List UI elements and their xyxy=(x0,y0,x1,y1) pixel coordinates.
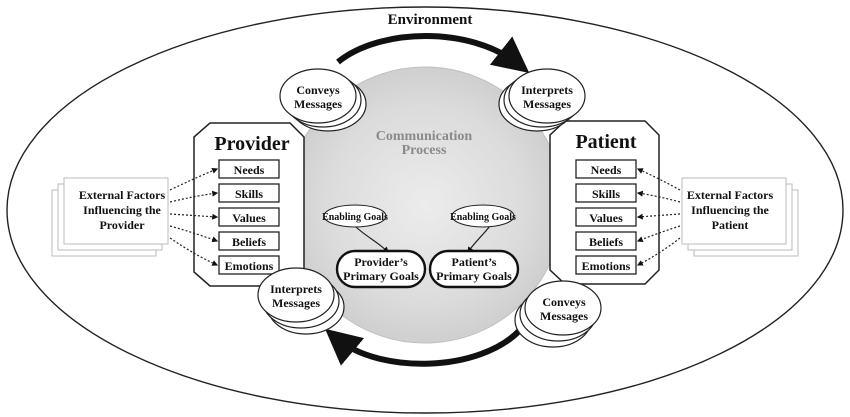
provider-external-factors: External Factors Influencing the Provide… xyxy=(51,177,169,257)
svg-text:Beliefs: Beliefs xyxy=(589,235,623,249)
interprets-messages-bottom: Interprets Messages xyxy=(257,267,345,335)
svg-text:Interprets: Interprets xyxy=(270,282,322,296)
patient-external-line3: Patient xyxy=(712,218,749,232)
patient-external-line2: Influencing the xyxy=(691,203,769,217)
environment-label: Environment xyxy=(388,12,473,28)
patient-attribute-values: Values xyxy=(575,207,637,227)
provider-influence-arrows xyxy=(169,168,219,266)
bottom-cycle-arrow xyxy=(324,327,523,367)
svg-text:Needs: Needs xyxy=(591,163,622,177)
svg-text:Emotions: Emotions xyxy=(582,259,631,273)
svg-text:Enabling Goals: Enabling Goals xyxy=(322,212,388,223)
svg-text:Conveys: Conveys xyxy=(542,295,586,309)
svg-text:Messages: Messages xyxy=(272,296,320,310)
patient-primary-goals: Patient’s Primary Goals xyxy=(428,249,520,289)
patient-goal-connector xyxy=(467,225,491,253)
provider-title: Provider xyxy=(214,133,289,155)
provider-attribute-skills: Skills xyxy=(218,183,280,203)
patient-attribute-beliefs: Beliefs xyxy=(575,231,637,251)
patient-enabling-goals: Enabling Goals xyxy=(450,204,516,228)
process-label-line2: Process xyxy=(402,143,447,158)
svg-text:Patient’s: Patient’s xyxy=(452,255,497,269)
provider-primary-goals: Provider’s Primary Goals xyxy=(335,249,427,289)
provider-attribute-beliefs: Beliefs xyxy=(218,231,280,251)
patient-attribute-needs: Needs xyxy=(575,159,637,179)
svg-text:Primary Goals: Primary Goals xyxy=(343,269,419,283)
provider-attributes: Needs Skills Values Beliefs Emotions xyxy=(218,159,280,275)
provider-enabling-goals: Enabling Goals xyxy=(322,204,388,228)
svg-text:Provider’s: Provider’s xyxy=(354,255,408,269)
patient-attribute-emotions: Emotions xyxy=(575,255,637,275)
svg-text:Needs: Needs xyxy=(234,163,265,177)
patient-external-line1: External Factors xyxy=(687,188,774,202)
patient-title: Patient xyxy=(575,131,636,153)
svg-text:Messages: Messages xyxy=(294,97,342,111)
svg-text:Messages: Messages xyxy=(540,309,588,323)
svg-text:Primary Goals: Primary Goals xyxy=(436,269,512,283)
top-cycle-arrow xyxy=(336,33,530,73)
svg-text:Beliefs: Beliefs xyxy=(232,235,266,249)
patient-external-factors: External Factors Influencing the Patient xyxy=(681,177,799,257)
provider-attribute-needs: Needs xyxy=(218,159,280,179)
svg-text:Skills: Skills xyxy=(235,187,263,201)
provider-attribute-emotions: Emotions xyxy=(218,255,280,275)
svg-text:Conveys: Conveys xyxy=(296,83,340,97)
conveys-messages-bottom: Conveys Messages xyxy=(514,280,602,348)
provider-goal-connector xyxy=(354,225,389,253)
provider-external-line3: Provider xyxy=(99,218,145,232)
provider-external-line1: External Factors xyxy=(79,188,166,202)
svg-text:Values: Values xyxy=(589,211,623,225)
patient-attribute-skills: Skills xyxy=(575,183,637,203)
svg-text:Enabling Goals: Enabling Goals xyxy=(450,212,516,223)
patient-attributes: Needs Skills Values Beliefs Emotions xyxy=(575,159,637,275)
svg-text:Emotions: Emotions xyxy=(225,259,274,273)
patient-influence-arrows xyxy=(636,168,681,266)
conveys-messages-top: Conveys Messages xyxy=(279,68,367,132)
svg-text:Skills: Skills xyxy=(592,187,620,201)
svg-text:Messages: Messages xyxy=(523,97,571,111)
interprets-messages-top: Interprets Messages xyxy=(498,68,586,132)
provider-attribute-values: Values xyxy=(218,207,280,227)
process-label-line1: Communication xyxy=(376,129,473,144)
svg-text:Values: Values xyxy=(232,211,266,225)
provider-external-line2: Influencing the xyxy=(83,203,161,217)
svg-text:Interprets: Interprets xyxy=(521,83,573,97)
